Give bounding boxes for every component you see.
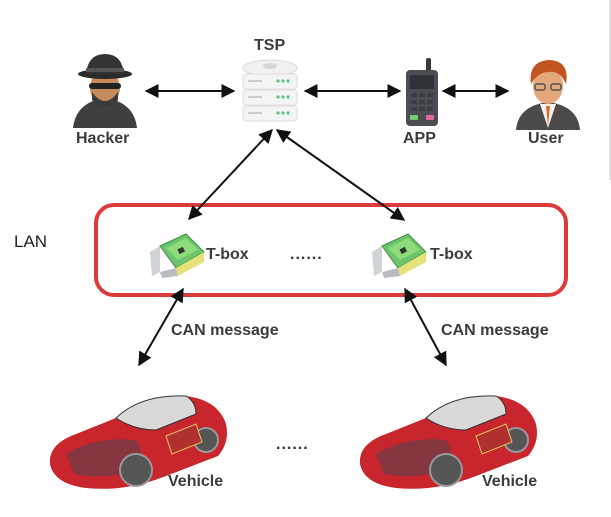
user-label: User (528, 130, 564, 147)
tbox-1-label: T-box (206, 246, 249, 263)
tbox-2-label: T-box (430, 246, 473, 263)
hacker-icon (73, 54, 137, 128)
app-label: APP (403, 130, 436, 147)
car-icon (49, 395, 227, 489)
car-icon (359, 395, 537, 489)
edge-tsp-tbox-1 (188, 128, 273, 221)
edge-tbox-vehicle-1 (138, 287, 184, 367)
window-edge-divider (609, 0, 611, 180)
user-icon (516, 60, 580, 130)
vehicle-2-label: Vehicle (482, 473, 538, 490)
edge-label-can-message-1: CAN message (171, 322, 279, 339)
vehicle-ellipsis: ...... (276, 436, 309, 453)
edge-tbox-vehicle-2 (404, 287, 447, 367)
hacker-label: Hacker (76, 130, 130, 147)
phone-icon (406, 58, 438, 126)
edge-label-can-message-2: CAN message (441, 322, 549, 339)
tsp-label: TSP (254, 37, 286, 54)
edge-tsp-tbox-2 (275, 129, 406, 221)
tbox-ellipsis: ...... (290, 246, 323, 263)
network-card-icon (372, 233, 427, 278)
server-icon (242, 59, 298, 122)
vehicle-1-label: Vehicle (168, 473, 224, 490)
lan-label: LAN (14, 232, 48, 251)
network-card-icon (150, 233, 205, 278)
